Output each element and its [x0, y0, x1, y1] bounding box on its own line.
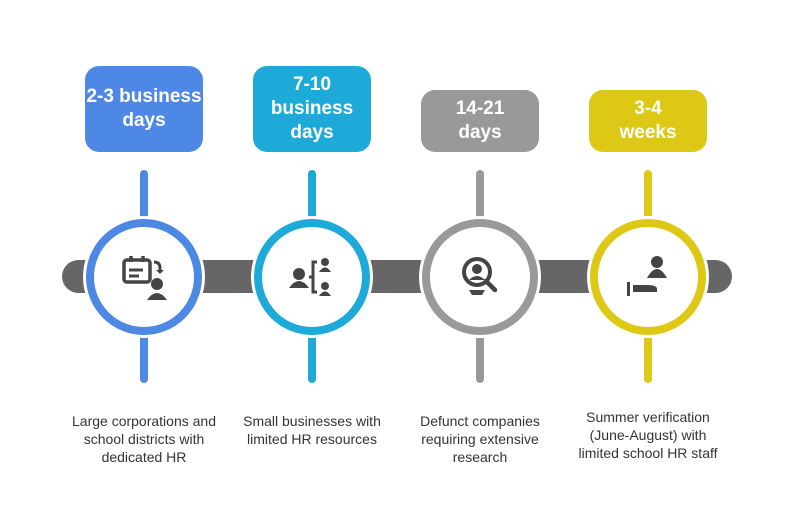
description-4: Summer verification (June-August) with l… [578, 409, 718, 461]
people-hierarchy-icon [289, 258, 331, 296]
duration-box-4: 3-4 weeks [589, 90, 707, 152]
step-circle-3 [422, 219, 538, 335]
calendar-person-icon [122, 256, 167, 300]
duration-box-1: 2-3 business days [85, 66, 203, 152]
duration-box-2: 7-10 business days [253, 66, 371, 152]
step-circle-4 [590, 219, 706, 335]
duration-box-3: 14-21 days [421, 90, 539, 152]
step-circle-2 [254, 219, 370, 335]
description-2: Small businesses with limited HR resourc… [243, 413, 381, 447]
person-search-icon [462, 257, 498, 295]
description-3: Defunct companies requiring extensive re… [420, 413, 540, 465]
person-desk-icon [627, 256, 667, 296]
step-circle-1 [86, 219, 202, 335]
description-1: Large corporations and school districts … [72, 413, 216, 465]
